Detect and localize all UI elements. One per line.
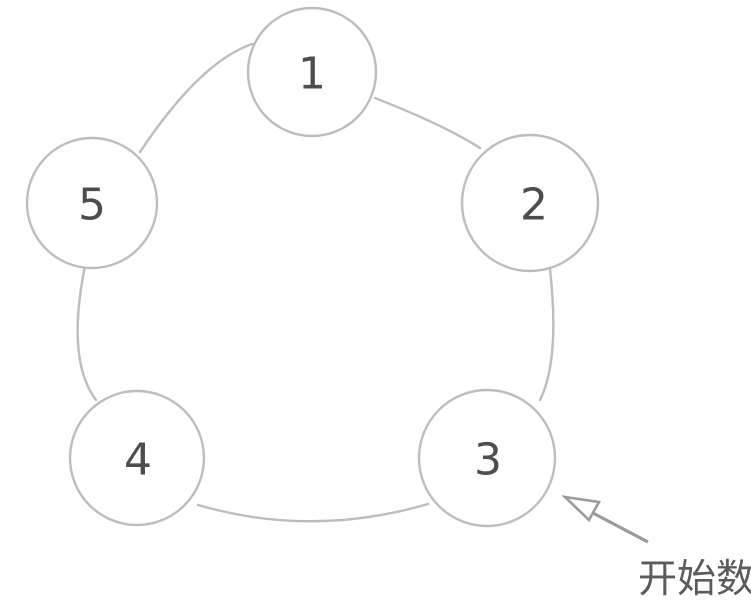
- node-3[interactable]: 3: [417, 388, 557, 528]
- node-5-circle[interactable]: [25, 136, 159, 270]
- edge-3-to-4: [196, 502, 430, 523]
- node-3-circle[interactable]: [417, 388, 557, 528]
- node-1-circle[interactable]: [246, 6, 378, 138]
- node-2-circle[interactable]: [460, 133, 600, 273]
- node-1-label: 1: [298, 49, 326, 100]
- node-4[interactable]: 4: [68, 389, 206, 527]
- arrow-head-icon: [561, 495, 602, 523]
- node-2[interactable]: 2: [460, 133, 600, 273]
- edge-4-to-5: [76, 264, 98, 402]
- node-1[interactable]: 1: [246, 6, 378, 138]
- node-4-circle[interactable]: [68, 389, 206, 527]
- edge-1-to-2: [373, 96, 482, 150]
- pointer-shaft-line: [590, 510, 649, 544]
- node-3-label: 3: [474, 435, 502, 486]
- node-5[interactable]: 5: [25, 136, 159, 270]
- ring-arc-group: [76, 42, 555, 523]
- edge-5-to-1: [138, 42, 254, 154]
- start-pointer-annotation: 开始数: [561, 495, 751, 602]
- edge-2-to-3: [538, 267, 555, 402]
- node-4-label: 4: [124, 435, 152, 486]
- node-5-label: 5: [78, 180, 106, 231]
- start-count-label: 开始数: [638, 557, 751, 602]
- node-2-label: 2: [520, 180, 548, 231]
